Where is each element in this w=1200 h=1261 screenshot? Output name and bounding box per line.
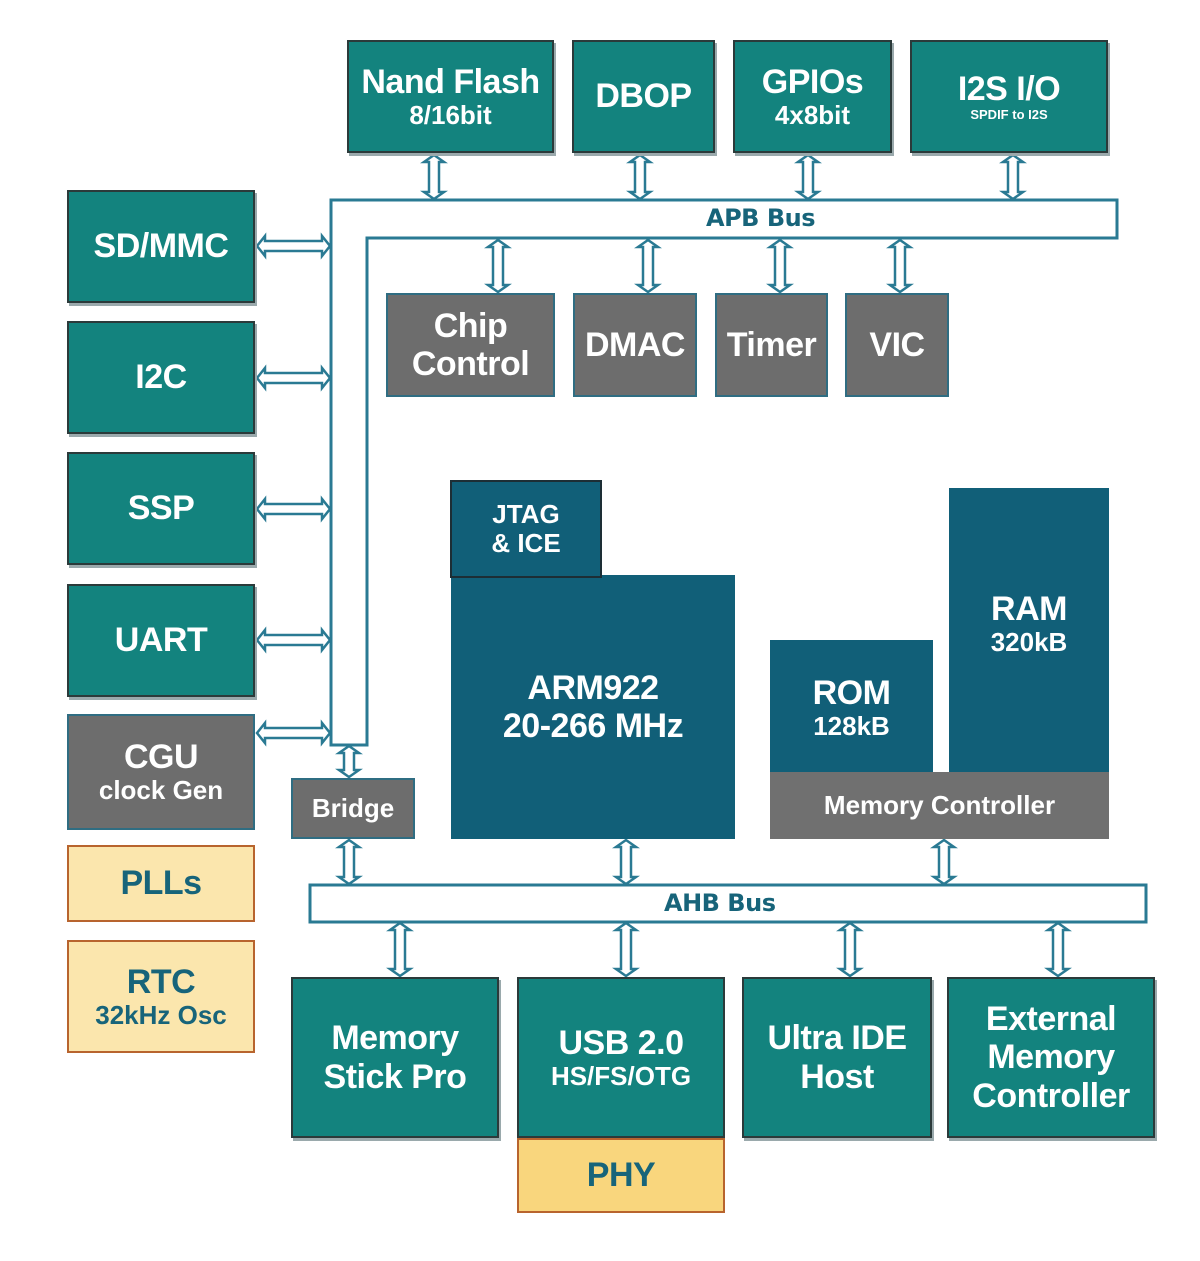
timer-title: Timer — [726, 325, 817, 364]
i2s-io-title: I2S I/O — [957, 70, 1061, 109]
dbop-block: DBOP — [572, 40, 715, 153]
arrow-bridge-ahb — [335, 838, 363, 886]
plls-title: PLLs — [120, 864, 202, 903]
cpu-subtitle: 20-266 MHz — [502, 707, 684, 745]
i2c-block: I2C — [67, 321, 255, 434]
arrow-timer — [766, 238, 794, 294]
nand-flash-title: Nand Flash — [361, 62, 540, 101]
emc-line3: Controller — [972, 1076, 1130, 1115]
rom-subtitle: 128kB — [813, 711, 890, 742]
usb-block: USB 2.0 HS/FS/OTG — [517, 977, 725, 1138]
phy-block: PHY — [517, 1138, 725, 1213]
cgu-title: CGU — [123, 738, 199, 777]
gpios-title: GPIOs — [761, 62, 864, 101]
bridge-block: Bridge — [291, 778, 415, 839]
sd-mmc-title: SD/MMC — [93, 227, 229, 266]
plls-block: PLLs — [67, 845, 255, 922]
sd-mmc-block: SD/MMC — [67, 190, 255, 303]
apb-bus-label: APB Bus — [706, 204, 815, 232]
chip-control-subtitle: Control — [411, 345, 530, 383]
ram-subtitle: 320kB — [990, 627, 1068, 658]
arrow-i2c — [255, 364, 332, 392]
dmac-block: DMAC — [573, 293, 697, 397]
ahb-bus-label: AHB Bus — [664, 889, 776, 917]
arrow-dbop — [626, 153, 654, 201]
arrow-usb — [612, 921, 640, 978]
ultra-ide-host-block: Ultra IDE Host — [742, 977, 932, 1138]
arrow-cpu-ahb — [612, 838, 640, 886]
cpu-title: ARM922 — [527, 668, 659, 707]
gpios-block: GPIOs 4x8bit — [733, 40, 892, 153]
rtc-title: RTC — [126, 962, 196, 1001]
external-memory-controller-block: External Memory Controller — [947, 977, 1155, 1138]
cgu-subtitle: clock Gen — [98, 775, 224, 806]
arrow-gpios — [794, 153, 822, 201]
dbop-title: DBOP — [595, 77, 692, 116]
rtc-subtitle: 32kHz Osc — [95, 999, 227, 1030]
arrow-vic — [886, 238, 914, 294]
memory-controller-title: Memory Controller — [823, 789, 1056, 820]
ide-line1: Ultra IDE — [767, 1019, 907, 1058]
nand-flash-block: Nand Flash 8/16bit — [347, 40, 554, 153]
arrow-dmac — [634, 238, 662, 294]
chip-control-title: Chip — [433, 306, 508, 345]
ssp-title: SSP — [127, 489, 195, 528]
i2c-title: I2C — [135, 358, 187, 397]
rtc-block: RTC 32kHz Osc — [67, 940, 255, 1053]
memory-stick-pro-block: Memory Stick Pro — [291, 977, 499, 1138]
emc-line2: Memory — [987, 1038, 1115, 1077]
uart-block: UART — [67, 584, 255, 697]
msp-line1: Memory — [331, 1019, 459, 1058]
timer-block: Timer — [715, 293, 828, 397]
chip-control-block: Chip Control — [386, 293, 555, 397]
cgu-block: CGU clock Gen — [67, 714, 255, 830]
gpios-subtitle: 4x8bit — [774, 99, 851, 130]
usb-line2: HS/FS/OTG — [550, 1060, 692, 1091]
i2s-io-subtitle: SPDIF to I2S — [970, 107, 1048, 123]
dmac-title: DMAC — [585, 325, 685, 364]
emc-line1: External — [985, 1000, 1117, 1039]
arrow-cgu — [255, 719, 332, 747]
arrow-emc — [1044, 921, 1072, 978]
ide-line2: Host — [800, 1057, 874, 1096]
arrow-memctrl-ahb — [930, 838, 958, 886]
arrow-memory-stick — [386, 921, 414, 978]
arrow-apb-bridge — [335, 744, 363, 779]
rom-title: ROM — [812, 674, 891, 713]
rom-block: ROM 128kB — [770, 640, 933, 776]
vic-block: VIC — [845, 293, 949, 397]
arrow-ide — [836, 921, 864, 978]
phy-title: PHY — [586, 1156, 656, 1195]
uart-title: UART — [114, 621, 208, 660]
arrow-i2s — [999, 153, 1027, 201]
jtag-line2: & ICE — [491, 528, 561, 558]
memory-controller-block: Memory Controller — [770, 772, 1109, 839]
bridge-title: Bridge — [311, 792, 395, 823]
ssp-block: SSP — [67, 452, 255, 565]
ram-block: RAM 320kB — [949, 488, 1109, 776]
arrow-sd-mmc — [255, 232, 332, 260]
jtag-ice-block: JTAG & ICE — [450, 480, 602, 578]
jtag-line1: JTAG — [492, 498, 560, 529]
i2s-io-block: I2S I/O SPDIF to I2S — [910, 40, 1108, 153]
arrow-chip-control — [484, 238, 512, 294]
usb-line1: USB 2.0 — [558, 1023, 685, 1062]
msp-line2: Stick Pro — [323, 1057, 467, 1096]
vic-title: VIC — [869, 325, 925, 364]
ram-title: RAM — [991, 590, 1067, 628]
nand-flash-subtitle: 8/16bit — [409, 99, 492, 130]
arrow-nand-flash — [420, 153, 448, 201]
arrow-uart — [255, 626, 332, 654]
arrow-ssp — [255, 495, 332, 523]
arm922-cpu-block: ARM922 20-266 MHz — [451, 575, 735, 839]
